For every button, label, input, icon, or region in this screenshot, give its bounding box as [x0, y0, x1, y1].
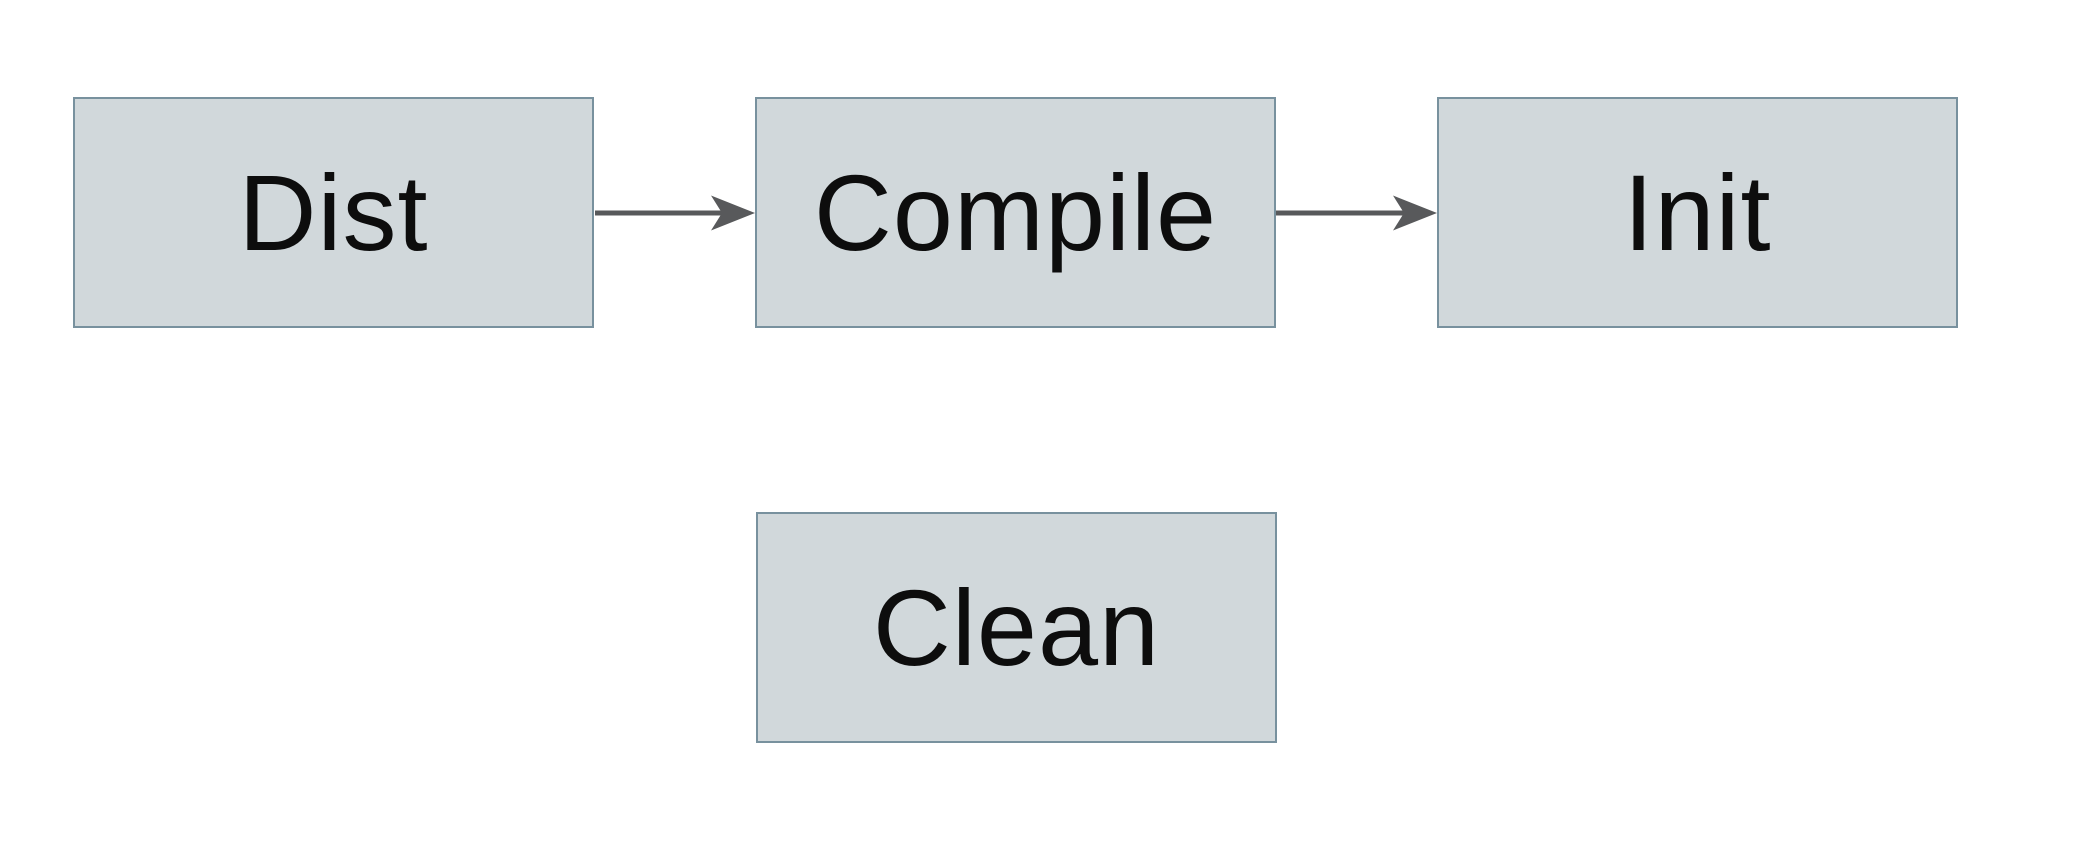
node-compile: Compile	[755, 97, 1276, 328]
node-dist: Dist	[73, 97, 594, 328]
node-init: Init	[1437, 97, 1958, 328]
node-clean-label: Clean	[872, 566, 1161, 688]
edge-dist-to-compile	[595, 195, 755, 231]
node-compile-label: Compile	[813, 151, 1218, 273]
arrowhead-icon	[711, 195, 755, 231]
node-dist-label: Dist	[238, 151, 429, 273]
node-clean: Clean	[756, 512, 1277, 743]
arrowhead-icon	[1393, 195, 1437, 231]
node-init-label: Init	[1623, 151, 1772, 273]
edge-compile-to-init	[1276, 195, 1437, 231]
